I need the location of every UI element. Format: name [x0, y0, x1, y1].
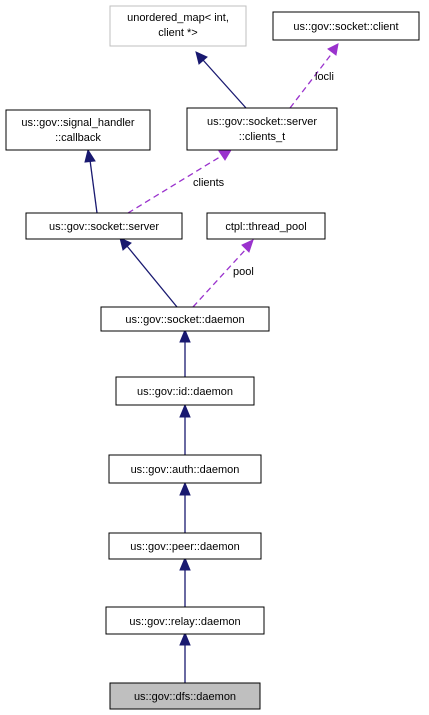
edge-socket-daemon-to-socket-server	[126, 245, 178, 308]
arrowhead-thread-pool	[241, 239, 254, 253]
node-socket-daemon[interactable]: us::gov::socket::daemon	[100, 306, 270, 332]
node-dfs-daemon-line1: us::gov::dfs::daemon	[134, 691, 236, 703]
node-relay-daemon-line1: us::gov::relay::daemon	[129, 616, 240, 628]
node-relay-daemon[interactable]: us::gov::relay::daemon	[105, 606, 265, 635]
node-id-daemon-line1: us::gov::id::daemon	[137, 386, 233, 398]
arrowhead-socket-server	[119, 237, 132, 251]
node-id-daemon[interactable]: us::gov::id::daemon	[115, 376, 255, 406]
arrowhead-relay-daemon	[179, 631, 191, 646]
edge-clients-t-to-socket-client	[289, 51, 334, 109]
node-unordered-map-line1: unordered_map< int,	[127, 12, 229, 24]
edge-socket-daemon-to-thread-pool	[192, 247, 248, 308]
arrowhead-unordered-map	[195, 51, 208, 65]
node-clients-t[interactable]: us::gov::socket::server ::clients_t	[186, 107, 338, 151]
edge-socket-server-to-callback	[89, 159, 98, 214]
arrowhead-id-daemon	[179, 403, 191, 418]
arrowhead-socket-client	[327, 43, 339, 56]
arrowhead-callback	[84, 148, 96, 163]
node-signal-handler-callback[interactable]: us::gov::signal_handler ::callback	[5, 109, 151, 151]
edge-label-pool: pool	[233, 266, 254, 278]
node-socket-server[interactable]: us::gov::socket::server	[25, 212, 183, 240]
edge-socket-server-to-clients-t	[127, 154, 224, 214]
node-dfs-daemon[interactable]: us::gov::dfs::daemon	[109, 682, 261, 710]
node-peer-daemon[interactable]: us::gov::peer::daemon	[108, 532, 262, 560]
node-signal-handler-callback-line2: ::callback	[55, 132, 101, 144]
node-signal-handler-callback-line1: us::gov::signal_handler	[21, 117, 134, 129]
node-clients-t-line2: ::clients_t	[239, 131, 285, 143]
node-auth-daemon[interactable]: us::gov::auth::daemon	[108, 454, 262, 484]
node-auth-daemon-line1: us::gov::auth::daemon	[131, 464, 240, 476]
node-socket-daemon-line1: us::gov::socket::daemon	[125, 314, 244, 326]
edge-clients-t-to-unordered-map	[202, 59, 247, 109]
arrowhead-clients-t	[218, 149, 232, 161]
node-unordered-map-line2: client *>	[158, 27, 197, 39]
node-socket-client-line1: us::gov::socket::client	[293, 21, 398, 33]
arrowhead-socket-daemon	[179, 328, 191, 343]
node-thread-pool-line1: ctpl::thread_pool	[225, 221, 306, 233]
node-clients-t-line1: us::gov::socket::server	[207, 116, 317, 128]
node-unordered-map[interactable]: unordered_map< int, client *>	[109, 5, 247, 47]
node-socket-server-line1: us::gov::socket::server	[49, 221, 159, 233]
node-thread-pool[interactable]: ctpl::thread_pool	[206, 212, 326, 240]
arrowhead-auth-daemon	[179, 481, 191, 496]
edge-label-clients: clients	[193, 177, 225, 189]
node-socket-client[interactable]: us::gov::socket::client	[272, 11, 420, 41]
node-peer-daemon-line1: us::gov::peer::daemon	[130, 541, 239, 553]
edge-label-locli: locli	[315, 71, 334, 83]
arrowhead-peer-daemon	[179, 556, 191, 571]
